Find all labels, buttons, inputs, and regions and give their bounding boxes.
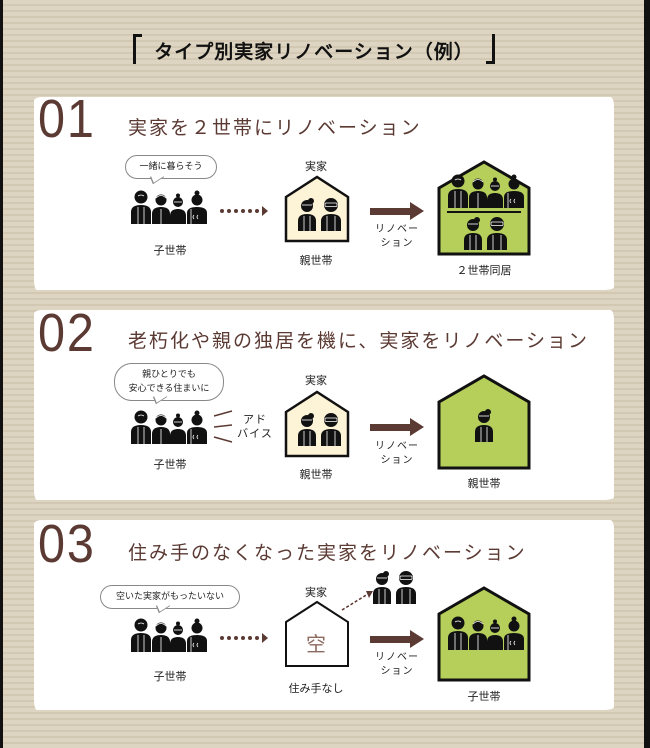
house-label: 実家 [305,160,327,173]
frame-right-border [644,0,650,748]
renovation-label: リノベー ション [367,651,427,679]
case-heading: 住み手のなくなった実家をリノベーション [128,542,527,564]
case-heading: 老朽化や親の独居を機に、実家をリノベーション [128,330,590,352]
speech-bubble: 親ひとりでも 安心できる住まいに [114,363,224,401]
house-parents-icon [284,390,350,458]
family-icon [130,618,210,654]
case-number: 01 [38,89,96,149]
renovation-label-line2: ション [380,455,414,466]
parent-household-label: 親世帯 [299,254,333,267]
two-generation-house-icon [437,160,531,256]
result-label: 子世帯 [467,690,501,703]
page-title: タイプ別実家リノベーション（例） [154,41,474,63]
renovation-label-line1: リノベー [375,652,419,663]
renovation-label-line1: リノベー [375,224,419,235]
dotted-arrow-icon [220,633,268,643]
child-household-label: 子世帯 [153,244,187,257]
case-heading: 実家を２世帯にリノベーション [128,117,422,139]
speech-bubble-line1: 親ひとりでも [142,370,196,380]
child-family-house-icon [437,586,531,682]
result-label: ２世帯同居 [456,264,512,277]
renovation-label-line2: ション [380,666,414,677]
renovation-label: リノベー ション [367,440,427,468]
renovation-arrow-icon [370,202,424,220]
renovation-label-line1: リノベー [375,441,419,452]
title-banner: タイプ別実家リノベーション（例） [133,34,495,64]
house-label: 実家 [305,374,327,387]
single-parent-house-icon [437,374,531,470]
frame-left-border [0,0,3,748]
advice-label-line1: アド [243,413,267,426]
advice-lines-icon [213,410,233,443]
advice-label: アド バイス [234,413,276,441]
child-household-label: 子世帯 [153,458,187,471]
renovation-label: リノベー ション [367,223,427,251]
parent-household-label: 親世帯 [299,468,333,481]
renovation-label-line2: ション [380,238,414,249]
family-icon [130,190,210,226]
renovation-arrow-icon [370,630,424,648]
case-number: 02 [38,303,96,363]
child-household-label: 子世帯 [153,670,187,683]
speech-bubble: 一緒に暮らそう [125,155,217,179]
family-icon [130,410,210,446]
parents-moving-out-icon [372,570,418,606]
bracket-right [486,34,495,64]
house-label: 実家 [305,586,327,599]
no-resident-label: 住み手なし [288,682,344,695]
renovation-arrow-icon [370,418,424,436]
advice-label-line2: バイス [237,427,273,440]
moving-out-arrow-icon [341,591,373,611]
empty-house-icon [285,600,349,667]
case-number: 03 [38,514,96,574]
bracket-left [133,34,142,64]
dotted-arrow-icon [220,206,268,216]
speech-bubble-line2: 安心できる住まいに [128,384,210,394]
empty-house-char: 空 [306,632,326,656]
result-label: 親世帯 [467,477,501,490]
house-parents-icon [284,175,350,243]
